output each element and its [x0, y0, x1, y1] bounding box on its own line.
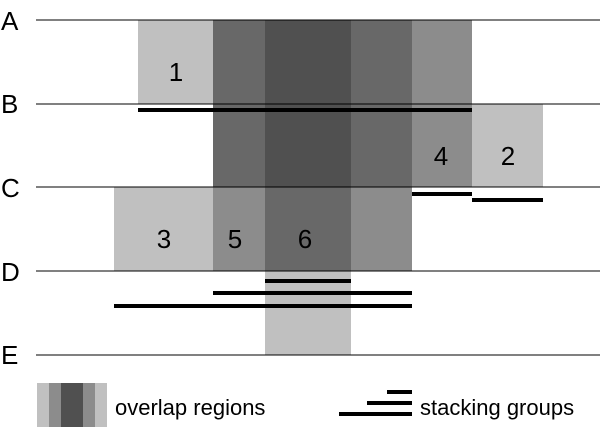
stacking-bars	[114, 108, 543, 308]
stacking-bar-4	[412, 192, 472, 196]
block-region-1	[138, 20, 213, 104]
region-label-6: 6	[298, 224, 312, 254]
legend-stacking-label: stacking groups	[420, 395, 574, 420]
row-labels: A B C D E	[1, 6, 20, 370]
region-labels: 1 2 3 4 5 6	[157, 57, 515, 254]
row-label-e: E	[1, 340, 18, 370]
region-label-2: 2	[501, 141, 515, 171]
legend-overlap-label: overlap regions	[115, 395, 265, 420]
block-col-3-mid	[265, 187, 351, 271]
stacking-bar-2	[472, 198, 543, 202]
row-label-c: C	[1, 173, 20, 203]
block-region-4	[412, 104, 472, 187]
row-label-a: A	[1, 6, 19, 36]
row-label-d: D	[1, 257, 20, 287]
block-col-4-bottom	[351, 187, 412, 271]
block-col-5-top	[412, 20, 472, 104]
region-label-5: 5	[228, 224, 242, 254]
row-lines	[36, 19, 600, 356]
region-label-4: 4	[434, 141, 448, 171]
block-col-2-bottom	[213, 187, 265, 271]
region-label-3: 3	[157, 224, 171, 254]
stacking-bar-3	[114, 304, 412, 308]
legend: overlap regions stacking groups	[37, 383, 574, 427]
region-blocks	[114, 20, 543, 355]
block-col-3-bottom	[265, 271, 351, 355]
stacking-bar-6	[265, 279, 351, 283]
block-region-2	[472, 104, 543, 187]
stacking-swatch	[339, 390, 412, 416]
stacking-bar-1	[138, 108, 472, 112]
stacking-bar-5	[213, 291, 412, 295]
block-region-3	[114, 187, 213, 271]
region-label-1: 1	[169, 57, 183, 87]
row-label-b: B	[1, 89, 18, 119]
overlap-swatch	[37, 383, 107, 427]
